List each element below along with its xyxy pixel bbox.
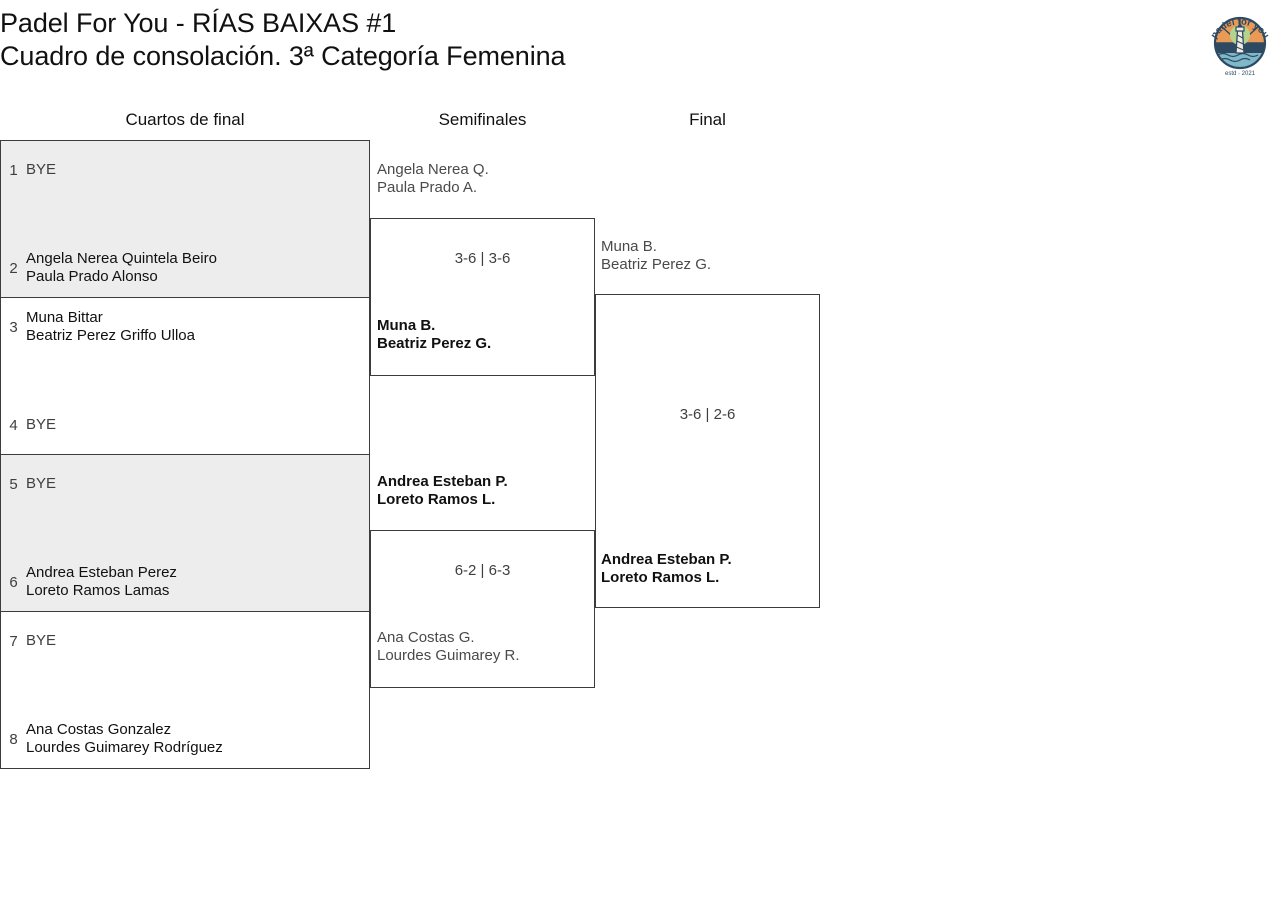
round-header-final: Final (689, 110, 726, 129)
final-team-bottom: Andrea Esteban P. Loreto Ramos L. (601, 551, 732, 586)
tournament-title-line: Padel For You - RÍAS BAIXAS #1 (0, 8, 397, 38)
page-title: Padel For You - RÍAS BAIXAS #1 Cuadro de… (0, 7, 1100, 73)
match-quarterfinal-4[interactable]: 7 BYE 8 Ana Costas Gonzalez Lourdes Guim… (0, 611, 370, 769)
seed-number: 2 (9, 259, 18, 277)
team-names: BYE (26, 632, 57, 649)
page-header: Padel For You - RÍAS BAIXAS #1 Cuadro de… (0, 0, 1280, 88)
team-names: BYE (26, 161, 57, 178)
score-final: 3-6 | 2-6 (679, 406, 736, 423)
score-semifinal-2: 6-2 | 6-3 (454, 562, 511, 579)
match-semifinal-2[interactable] (370, 530, 595, 688)
seed-number: 7 (9, 632, 18, 650)
bracket-slot[interactable]: 5 BYE (1, 455, 371, 513)
match-quarterfinal-3[interactable]: 5 BYE 6 Andrea Esteban Perez Loreto Ramo… (0, 454, 370, 612)
padel-for-you-lighthouse-logo: padel for you estd · 2021 (1203, 5, 1277, 79)
bracket-slot[interactable]: 1 BYE (1, 141, 371, 199)
bracket-slot[interactable]: 2 Angela Nerea Quintela Beiro Paula Prad… (1, 239, 371, 297)
seed-number: 8 (9, 730, 18, 748)
match-quarterfinal-2[interactable]: 3 Muna Bittar Beatriz Perez Griffo Ulloa… (0, 297, 370, 455)
team-names: Ana Costas Gonzalez Lourdes Guimarey Rod… (26, 721, 223, 756)
bracket-slot[interactable]: 7 BYE (1, 612, 371, 670)
round-header-semifinals: Semifinales (438, 110, 527, 129)
bracket-subtitle-line: Cuadro de consolación. 3ª Categoría Feme… (0, 41, 566, 71)
seed-number: 5 (9, 475, 18, 493)
team-names: BYE (26, 475, 57, 492)
seed-number: 6 (9, 573, 18, 591)
score-semifinal-1: 3-6 | 3-6 (454, 250, 511, 267)
round-header-quarterfinals: Cuartos de final (125, 110, 245, 129)
bracket-slot[interactable]: 4 BYE (1, 396, 371, 454)
semifinal-2-team-bottom: Ana Costas G. Lourdes Guimarey R. (377, 629, 520, 664)
team-names: BYE (26, 416, 57, 433)
bracket-slot[interactable]: 3 Muna Bittar Beatriz Perez Griffo Ulloa (1, 298, 371, 356)
seed-number: 3 (9, 318, 18, 336)
final-team-top: Muna B. Beatriz Perez G. (601, 238, 712, 273)
match-semifinal-1[interactable] (370, 218, 595, 376)
semifinal-1-team-bottom: Muna B. Beatriz Perez G. (377, 317, 492, 352)
logo-footer-text: estd · 2021 (1225, 71, 1256, 77)
seed-number: 4 (9, 416, 18, 434)
bracket-slot[interactable]: 8 Ana Costas Gonzalez Lourdes Guimarey R… (1, 710, 371, 768)
semifinal-2-team-top: Andrea Esteban P. Loreto Ramos L. (377, 473, 508, 508)
match-final[interactable] (595, 294, 820, 608)
seed-number: 1 (9, 161, 18, 179)
team-names: Andrea Esteban Perez Loreto Ramos Lamas (26, 564, 177, 599)
match-quarterfinal-1[interactable]: 1 BYE 2 Angela Nerea Quintela Beiro Paul… (0, 140, 370, 298)
team-names: Muna Bittar Beatriz Perez Griffo Ulloa (26, 309, 195, 344)
bracket-slot[interactable]: 6 Andrea Esteban Perez Loreto Ramos Lama… (1, 553, 371, 611)
semifinal-1-team-top: Angela Nerea Q. Paula Prado A. (377, 161, 489, 196)
team-names: Angela Nerea Quintela Beiro Paula Prado … (26, 250, 217, 285)
